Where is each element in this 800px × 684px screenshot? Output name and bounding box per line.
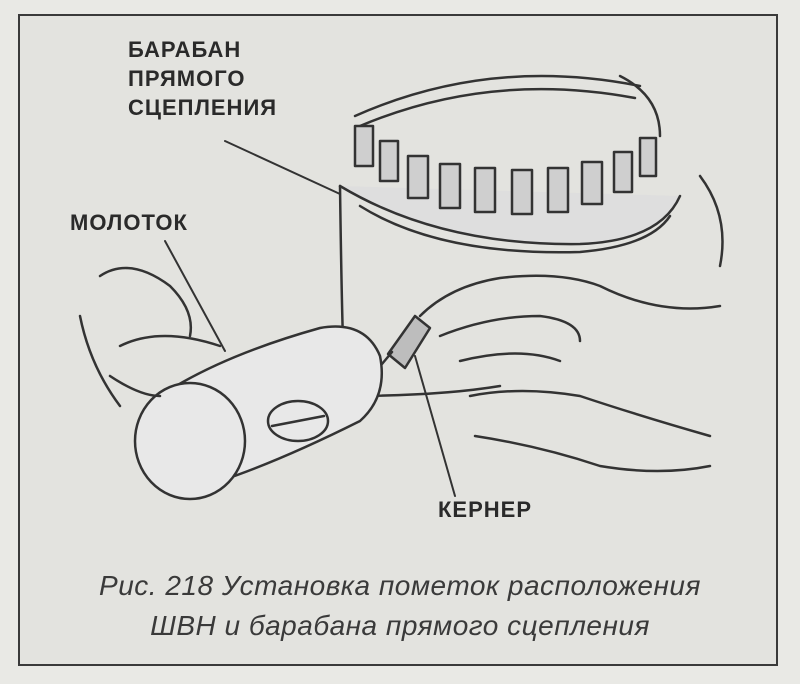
- caption-line1: Рис. 218 Установка пометок расположения: [99, 570, 701, 601]
- center-punch: [380, 314, 432, 370]
- hammer: [133, 325, 384, 501]
- caption-line2: ШВН и барабана прямого сцепления: [150, 610, 650, 641]
- right-hand: [418, 174, 724, 473]
- figure-frame: БАРАБАН ПРЯМОГО СЦЕПЛЕНИЯ МОЛОТОК КЕРНЕР…: [18, 14, 778, 666]
- punch-label: КЕРНЕР: [438, 497, 533, 522]
- clutch-drum: [338, 74, 682, 398]
- hammer-leader-line: [164, 240, 226, 352]
- leader-lines: [164, 140, 456, 497]
- left-hand: [78, 266, 222, 408]
- drum-label-line1: БАРАБАН: [128, 37, 242, 62]
- illustration: [78, 74, 724, 501]
- drum-label-line3: СЦЕПЛЕНИЯ: [128, 95, 278, 120]
- drum-leader-line: [224, 140, 341, 195]
- punch-leader-line: [414, 355, 456, 497]
- hammer-label: МОЛОТОК: [70, 210, 188, 235]
- drum-label-line2: ПРЯМОГО: [128, 66, 246, 91]
